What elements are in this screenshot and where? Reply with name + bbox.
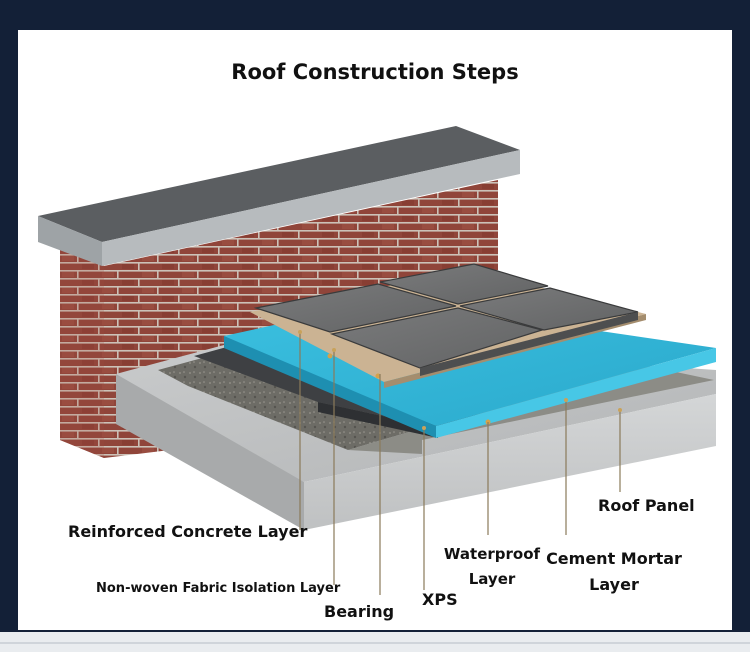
leader-dots <box>298 330 622 430</box>
coping-cap <box>38 126 520 266</box>
label-cement-mortar-line2: Layer <box>589 575 639 594</box>
label-roof-panel: Roof Panel <box>598 496 695 515</box>
label-xps: XPS <box>422 590 458 609</box>
diagram-panel: Roof Construction Steps <box>18 30 732 630</box>
roof-panel-tiles <box>253 263 639 376</box>
bottom-divider <box>0 642 750 644</box>
bottom-band <box>0 632 750 652</box>
label-cement-mortar-line1: Cement Mortar <box>546 549 682 568</box>
label-bearing: Bearing <box>324 602 395 621</box>
label-waterproof-layer: Waterproof Layer <box>442 542 542 592</box>
roof-cross-section-illustration <box>38 126 716 595</box>
label-reinforced-concrete-layer: Reinforced Concrete Layer <box>68 522 308 541</box>
leader-lines <box>299 332 621 595</box>
label-waterproof-line2: Layer <box>468 570 516 588</box>
label-nonwoven-fabric-isolation-layer: Non-woven Fabric Isolation Layer <box>96 581 341 596</box>
label-cement-mortar-layer: Cement Mortar Layer <box>544 546 684 598</box>
label-waterproof-line1: Waterproof <box>443 545 541 563</box>
page-title: Roof Construction Steps <box>231 60 519 84</box>
